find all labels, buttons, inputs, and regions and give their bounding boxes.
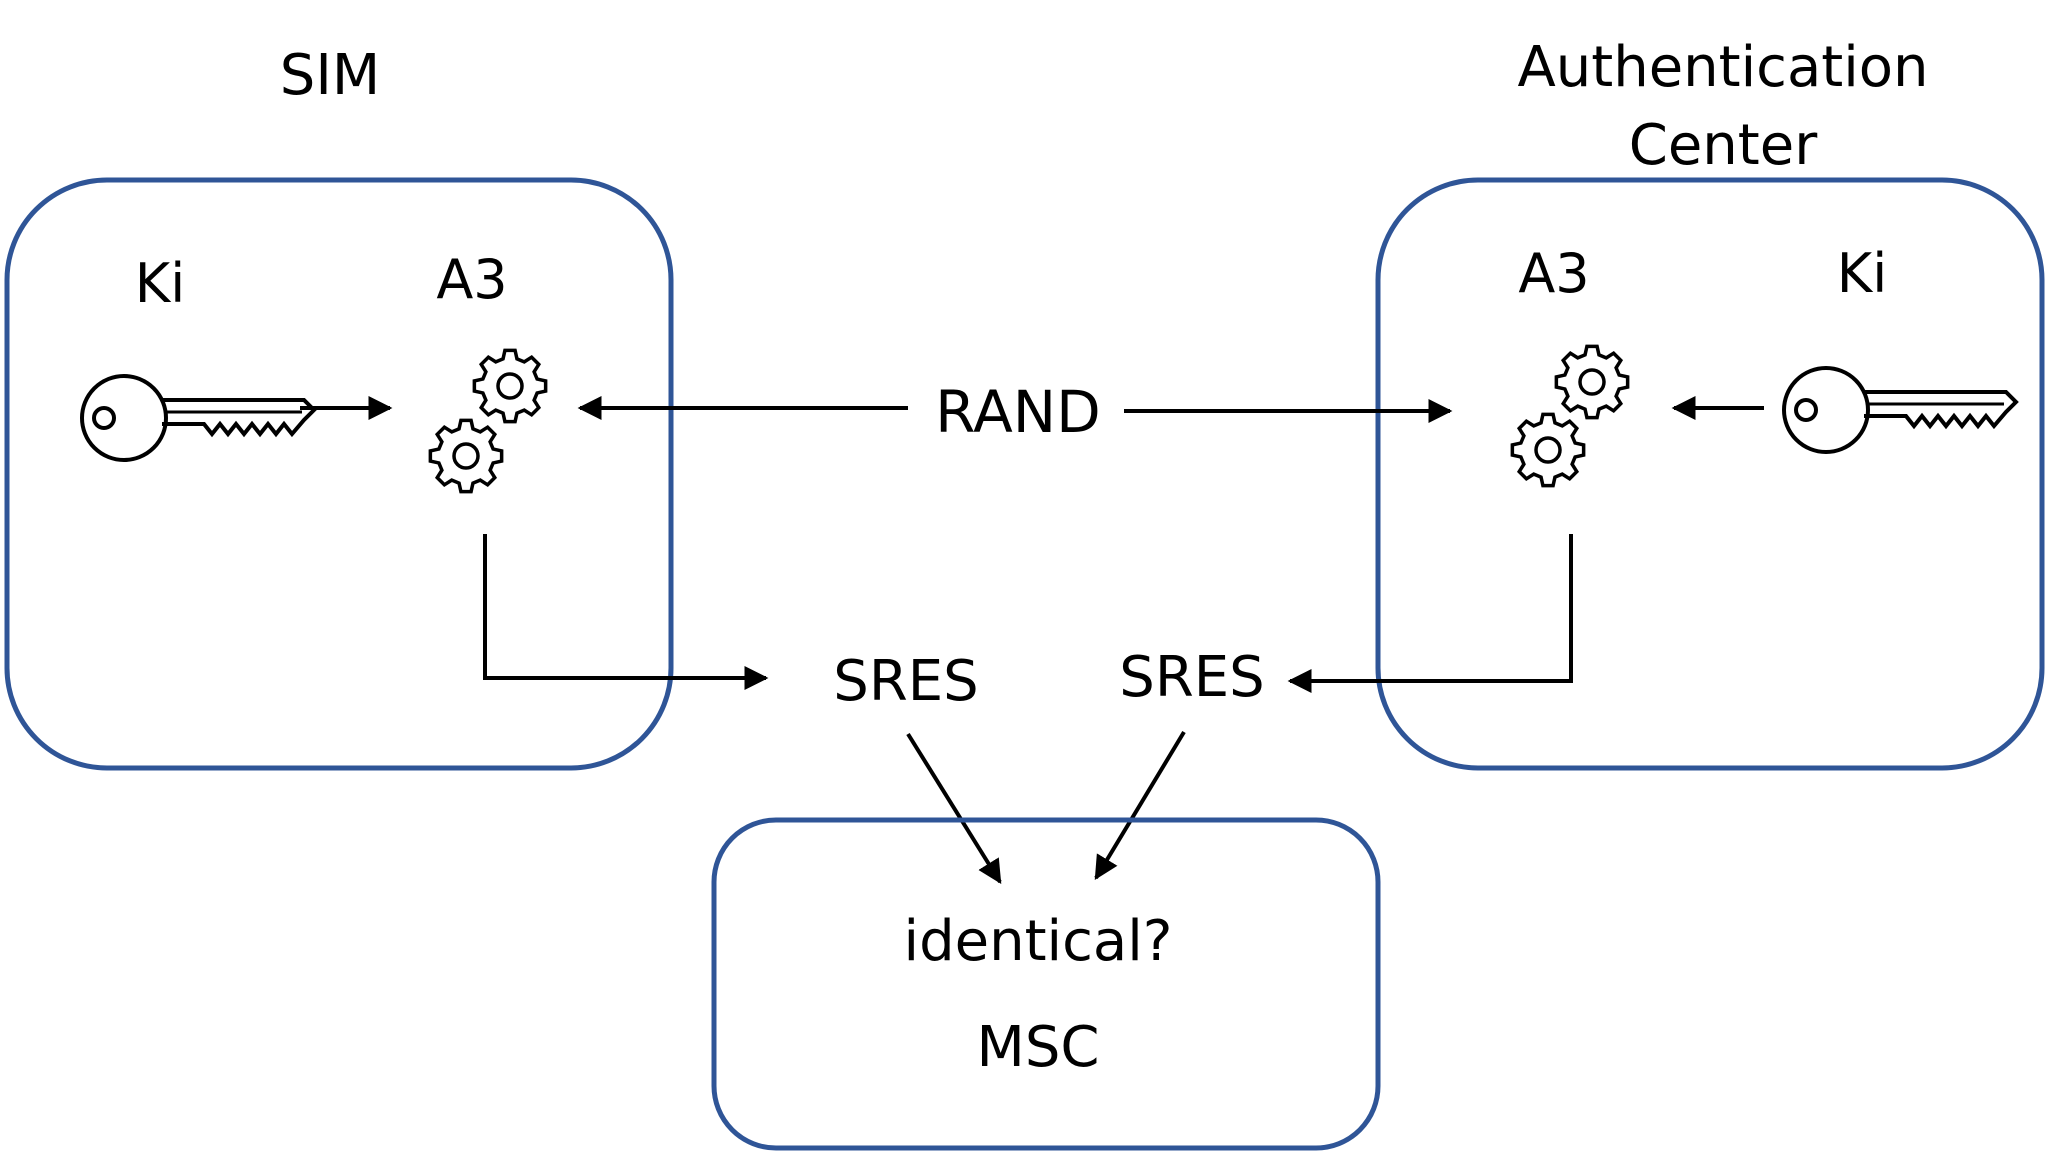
sim-a3-label: A3 xyxy=(436,248,507,311)
msc-box xyxy=(711,817,1381,1151)
msc-question-label: identical? xyxy=(904,909,1173,974)
auth-center-key-icon xyxy=(1782,366,2018,454)
auth-center-title-line1: Authentication xyxy=(1517,35,1928,100)
auth-center-box xyxy=(1375,177,2045,771)
sim-sres-to-msc-arrow xyxy=(906,732,1002,885)
sim-a3-to-sres-arrow xyxy=(483,534,769,690)
auth-center-group: Authentication Center A3 Ki xyxy=(1375,35,2045,771)
auth-center-sres-to-msc-arrow xyxy=(1094,730,1186,881)
auth-center-sres-label: SRES xyxy=(1119,645,1264,710)
sim-title: SIM xyxy=(280,43,380,108)
auth-center-a3-label: A3 xyxy=(1518,242,1589,305)
auth-center-title-line2: Center xyxy=(1629,113,1818,178)
msc-group: identical? MSC xyxy=(711,817,1381,1151)
rand-group: RAND xyxy=(577,378,1453,446)
msc-title: MSC xyxy=(977,1015,1100,1080)
sim-group: SIM Ki A3 xyxy=(4,43,674,771)
sres-group: SRES SRES xyxy=(483,534,1573,885)
auth-center-ki-label: Ki xyxy=(1837,242,1887,305)
sim-ki-label: Ki xyxy=(135,252,185,315)
sim-key-icon xyxy=(80,374,316,462)
sim-box xyxy=(4,177,674,771)
auth-center-gears-icon xyxy=(1510,344,1630,488)
auth-center-a3-to-sres-arrow xyxy=(1287,534,1573,693)
sim-sres-label: SRES xyxy=(833,649,978,714)
rand-label: RAND xyxy=(935,378,1101,446)
sim-gears-icon xyxy=(428,348,548,494)
